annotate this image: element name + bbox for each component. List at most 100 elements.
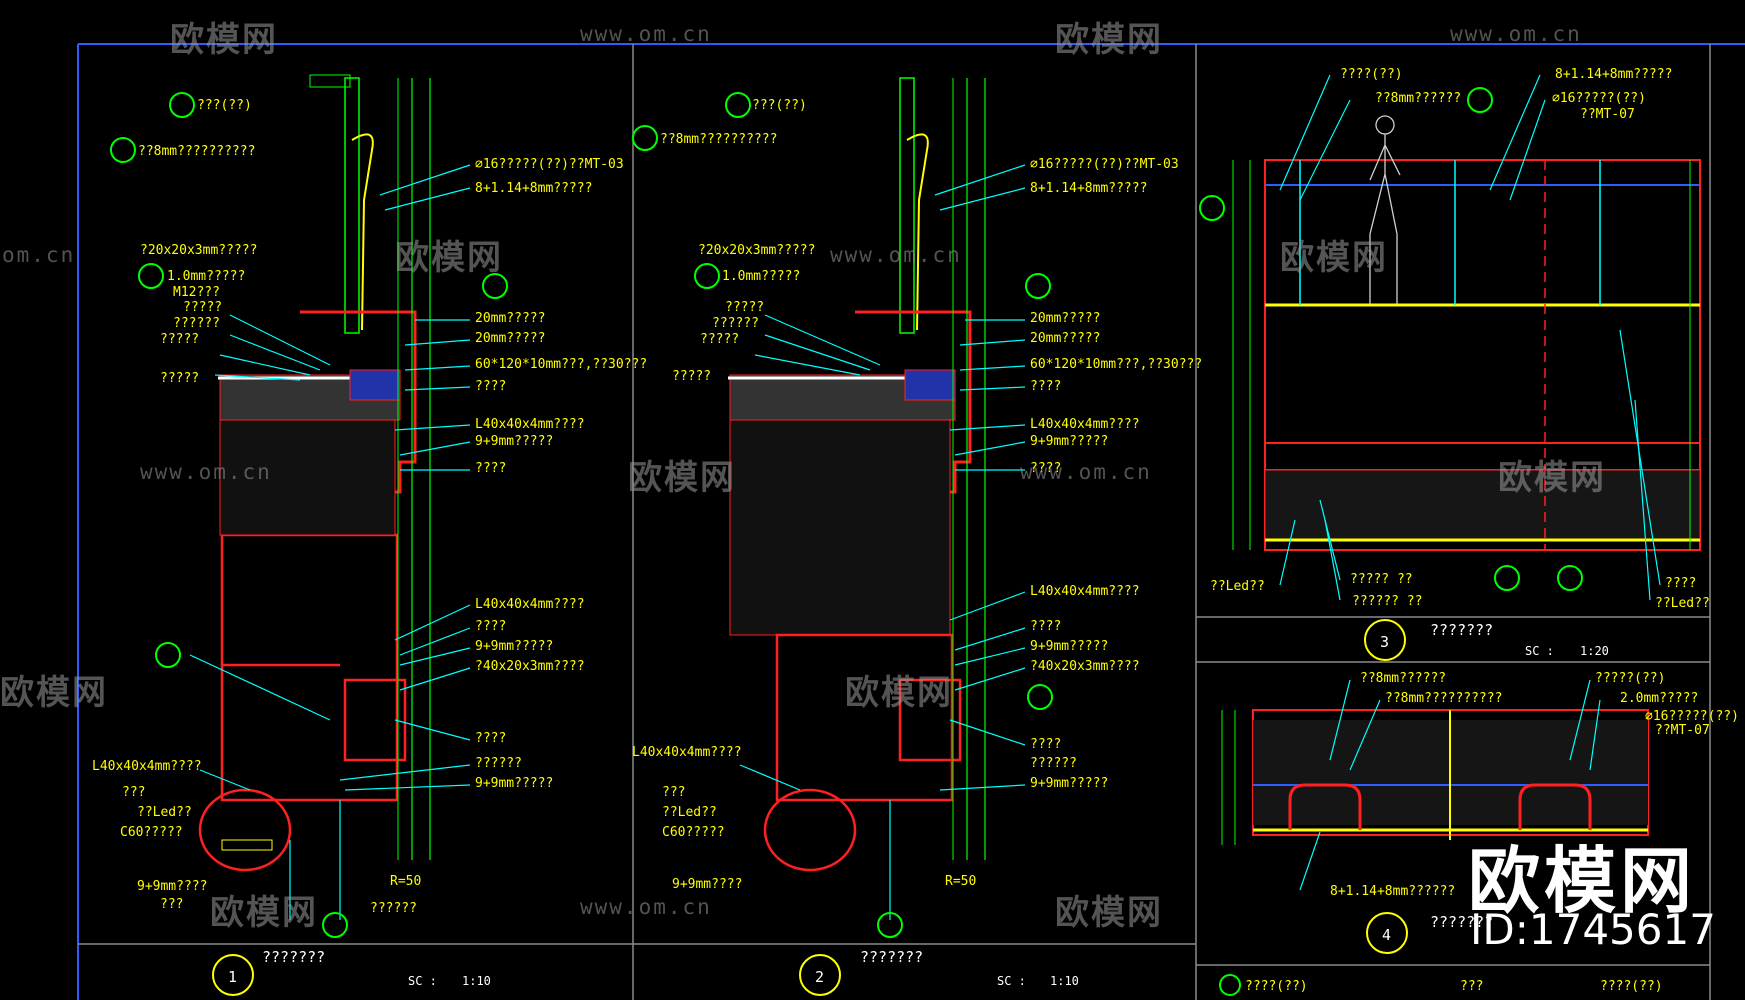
watermark-brand: 欧模网 [1055,20,1163,60]
bottom-strip-labels: ????(??) ??? ????(??) [1219,974,1663,996]
strip-label-2: ????(??) [1600,979,1663,994]
detail-2-left-labels: ???(??) ??8mm?????????? ?20x20x3mm????? … [632,98,815,892]
watermark-url: www.om.cn [1020,460,1152,484]
detail-1-left-labels: ???(??) ??8mm?????????? ?20x20x3mm????? … [92,98,257,912]
d1-label-r1: 8+1.14+8mm????? [475,181,592,196]
d3-label-8: ??Led?? [1655,596,1710,611]
d2-label-r1: 8+1.14+8mm????? [1030,181,1147,196]
d2-label-r7: 9+9mm????? [1030,434,1108,449]
d1-label-l8: ????? [160,371,199,386]
d1-label-l13: 9+9mm???? [137,879,207,894]
d1-label-r8: ???? [475,461,506,476]
watermark-brand: 欧模网 [0,673,108,713]
d2-label-l10: ??Led?? [662,805,717,820]
d4-title: ??????? [1430,913,1493,931]
d2-label-r9: L40x40x4mm???? [1030,584,1140,599]
detail-titles: 1 ??????? SC : 1:10 2 ??????? SC : 1:10 … [228,621,1609,988]
d1-label-r7: 9+9mm????? [475,434,553,449]
detail-4-labels: ??8mm?????? ??8mm?????????? ?????(??) 2.… [1330,671,1739,899]
d4-label-5: ??MT-07 [1655,723,1710,738]
watermark-url: www.om.cn [580,22,712,46]
d2-title: ??????? [860,948,923,966]
detail-2-right-labels: ⌀16?????(??)??MT-03 8+1.14+8mm????? 20mm… [945,157,1202,889]
d1-label-r17: ?????? [370,901,417,916]
sheet-frame [77,43,1745,1000]
d1-label-l12: C60????? [120,825,183,840]
d3-label-6: ????? ?? [1350,572,1413,587]
d1-label-r16: R=50 [390,874,421,889]
d1-label-r0: ⌀16?????(??)??MT-03 [475,157,624,172]
watermark-brand: 欧模网 [210,893,318,933]
d1-label-r10: ???? [475,619,506,634]
d1-label-l5: ????? [183,300,222,315]
d2-label-l5: ?????? [712,316,759,331]
d3-label-7: ?????? ?? [1352,594,1422,609]
brand-badge-id: ID:1745617 [1470,905,1716,954]
d1-label-l2: ?20x20x3mm????? [140,243,257,258]
d1-label-r5: ???? [475,379,506,394]
d2-label-r8: ???? [1030,461,1061,476]
d1-label-r2: 20mm????? [475,311,545,326]
d1-title: ??????? [262,948,325,966]
d2-label-r5: ???? [1030,379,1061,394]
d3-scale: 1:20 [1580,644,1609,658]
d1-label-r12: ?40x20x3mm???? [475,659,585,674]
detail-1-section [110,74,508,996]
watermark-brand: 欧模网 [1055,893,1163,933]
detail-3-labels: ????(??) ??8mm?????? 8+1.14+8mm????? ⌀16… [1210,67,1710,611]
watermark-url: www.om.cn [580,895,712,919]
d2-label-r12: ?40x20x3mm???? [1030,659,1140,674]
watermark-url: www.om.cn [1450,22,1582,46]
d2-scale: 1:10 [1050,974,1079,988]
watermark-url: www.om.cn [830,243,962,267]
d1-label-l3: 1.0mm????? [167,269,245,284]
strip-label-0: ????(??) [1245,979,1308,994]
d2-label-l6: ????? [700,332,739,347]
d2-label-l7: ????? [672,369,711,384]
d2-label-l11: C60????? [662,825,725,840]
d2-label-l2: ?20x20x3mm????? [698,243,815,258]
d2-label-r14: ?????? [1030,756,1077,771]
d2-number: 2 [815,968,824,986]
d2-label-r16: R=50 [945,874,976,889]
d4-label-4: ⌀16?????(??) [1645,709,1739,724]
detail-3-elevation [1199,74,1701,661]
brand-badge-name: 欧模网 [1468,839,1697,923]
d2-label-l1: ??8mm?????????? [660,132,777,147]
d4-label-1: ??8mm?????????? [1385,691,1502,706]
d4-label-3: 2.0mm????? [1620,691,1698,706]
watermark-url: om.cn [2,243,76,267]
watermark-url: www.om.cn [140,460,272,484]
d1-label-l11: ??Led?? [137,805,192,820]
d1-label-r3: 20mm????? [475,331,545,346]
d1-label-l10: ??? [122,785,145,800]
d2-label-l12: 9+9mm???? [672,877,742,892]
d2-label-r0: ⌀16?????(??)??MT-03 [1030,157,1179,172]
d2-label-r6: L40x40x4mm???? [1030,417,1140,432]
d3-title: ??????? [1430,621,1493,639]
d3-label-4: ??MT-07 [1580,107,1635,122]
watermark-brand: 欧模网 [1280,238,1388,278]
watermark-brand: 欧模网 [845,673,953,713]
watermark-brand: 欧模网 [170,20,278,60]
d2-sc: SC : [997,974,1026,988]
d2-label-r15: 9+9mm????? [1030,776,1108,791]
panel-dividers [78,44,1711,1000]
d1-label-r14: ?????? [475,756,522,771]
detail-1-right-labels: ⌀16?????(??)??MT-03 8+1.14+8mm????? 20mm… [370,157,647,916]
d1-label-l4: M12??? [173,285,220,300]
d2-label-l8: L40x40x4mm???? [632,745,742,760]
d1-label-r13: ???? [475,731,506,746]
d1-scale: 1:10 [462,974,491,988]
d2-label-r2: 20mm????? [1030,311,1100,326]
detail-4-elevation [1221,679,1649,954]
d2-label-r10: ???? [1030,619,1061,634]
d2-label-l4: ????? [725,300,764,315]
d1-label-r15: 9+9mm????? [475,776,553,791]
d1-label-r6: L40x40x4mm???? [475,417,585,432]
d4-label-2: ?????(??) [1595,671,1665,686]
d3-label-9: ???? [1665,576,1696,591]
detail-2-section [632,77,1053,996]
d4-number: 4 [1382,926,1391,944]
